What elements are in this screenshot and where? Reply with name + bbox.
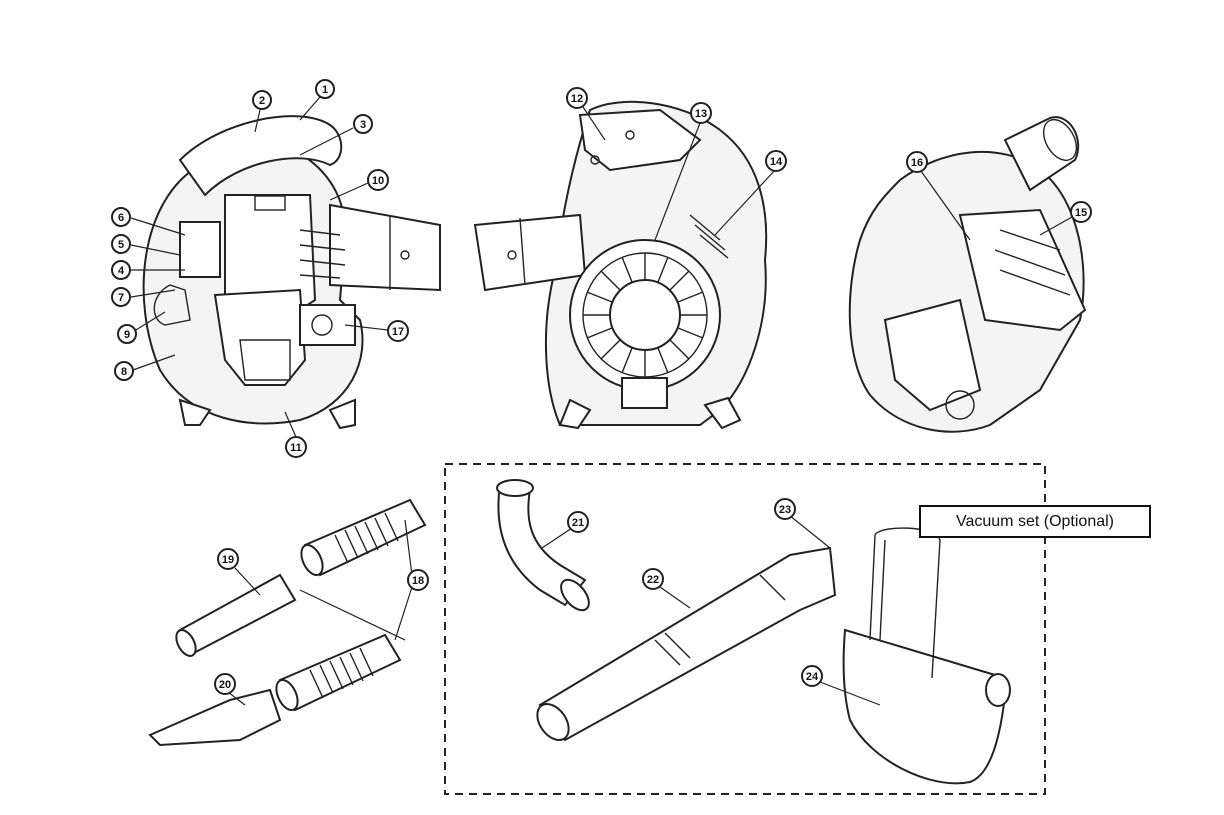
callout-4-text: 4 — [118, 265, 125, 277]
blower-front-view — [142, 115, 441, 430]
callout-20-text: 20 — [219, 679, 231, 691]
callout-8-text: 8 — [121, 366, 127, 378]
callout-14-text: 14 — [770, 156, 783, 168]
callout-19: 19 — [217, 548, 239, 570]
callout-22: 22 — [642, 568, 664, 590]
callout-22-text: 22 — [647, 574, 659, 586]
callout-16: 16 — [906, 151, 928, 173]
callout-17: 17 — [387, 320, 409, 342]
callout-21: 21 — [567, 511, 589, 533]
vacuum-set-boundary — [444, 463, 1046, 795]
callout-1-text: 1 — [322, 84, 328, 96]
callout-19-text: 19 — [222, 554, 234, 566]
callout-7: 7 — [111, 287, 131, 307]
callout-10-text: 10 — [372, 175, 384, 187]
callout-12-text: 12 — [571, 93, 583, 105]
callout-23: 23 — [774, 498, 796, 520]
callout-markers: 1 2 3 4 5 6 7 8 9 10 11 12 13 14 15 16 1… — [111, 79, 1092, 695]
callout-17-text: 17 — [392, 326, 404, 338]
callout-18: 18 — [407, 569, 429, 591]
callout-11: 11 — [285, 436, 307, 458]
callout-5-text: 5 — [118, 239, 124, 251]
callout-12: 12 — [566, 87, 588, 109]
callout-9: 9 — [117, 324, 137, 344]
callout-1: 1 — [315, 79, 335, 99]
callout-2: 2 — [252, 90, 272, 110]
callout-8: 8 — [114, 361, 134, 381]
callout-24-text: 24 — [806, 671, 819, 683]
blower-rear-view — [473, 100, 768, 430]
callout-16-text: 16 — [911, 157, 923, 169]
callout-9-text: 9 — [124, 329, 130, 341]
callout-21-text: 21 — [572, 517, 584, 529]
callout-2-text: 2 — [259, 95, 265, 107]
leader-lines — [130, 96, 1073, 706]
callout-14: 14 — [765, 150, 787, 172]
blower-angled-view — [848, 116, 1087, 433]
callout-15-text: 15 — [1075, 207, 1087, 219]
vacuum-set-label: Vacuum set (Optional) — [919, 505, 1151, 538]
callout-3-text: 3 — [360, 119, 366, 131]
callout-15: 15 — [1070, 201, 1092, 223]
callout-18-text: 18 — [412, 575, 424, 587]
callout-20: 20 — [214, 673, 236, 695]
callout-24: 24 — [801, 665, 823, 687]
callout-13: 13 — [690, 102, 712, 124]
callout-6-text: 6 — [118, 212, 124, 224]
callout-4: 4 — [111, 260, 131, 280]
callout-6: 6 — [111, 207, 131, 227]
callout-11-text: 11 — [290, 442, 302, 454]
blower-nozzles — [148, 498, 427, 747]
vacuum-set-parts — [496, 479, 1011, 785]
callout-10: 10 — [367, 169, 389, 191]
callout-7-text: 7 — [118, 292, 124, 304]
callout-23-text: 23 — [779, 504, 791, 516]
callout-13-text: 13 — [695, 108, 707, 120]
callout-3: 3 — [353, 114, 373, 134]
callout-5: 5 — [111, 234, 131, 254]
